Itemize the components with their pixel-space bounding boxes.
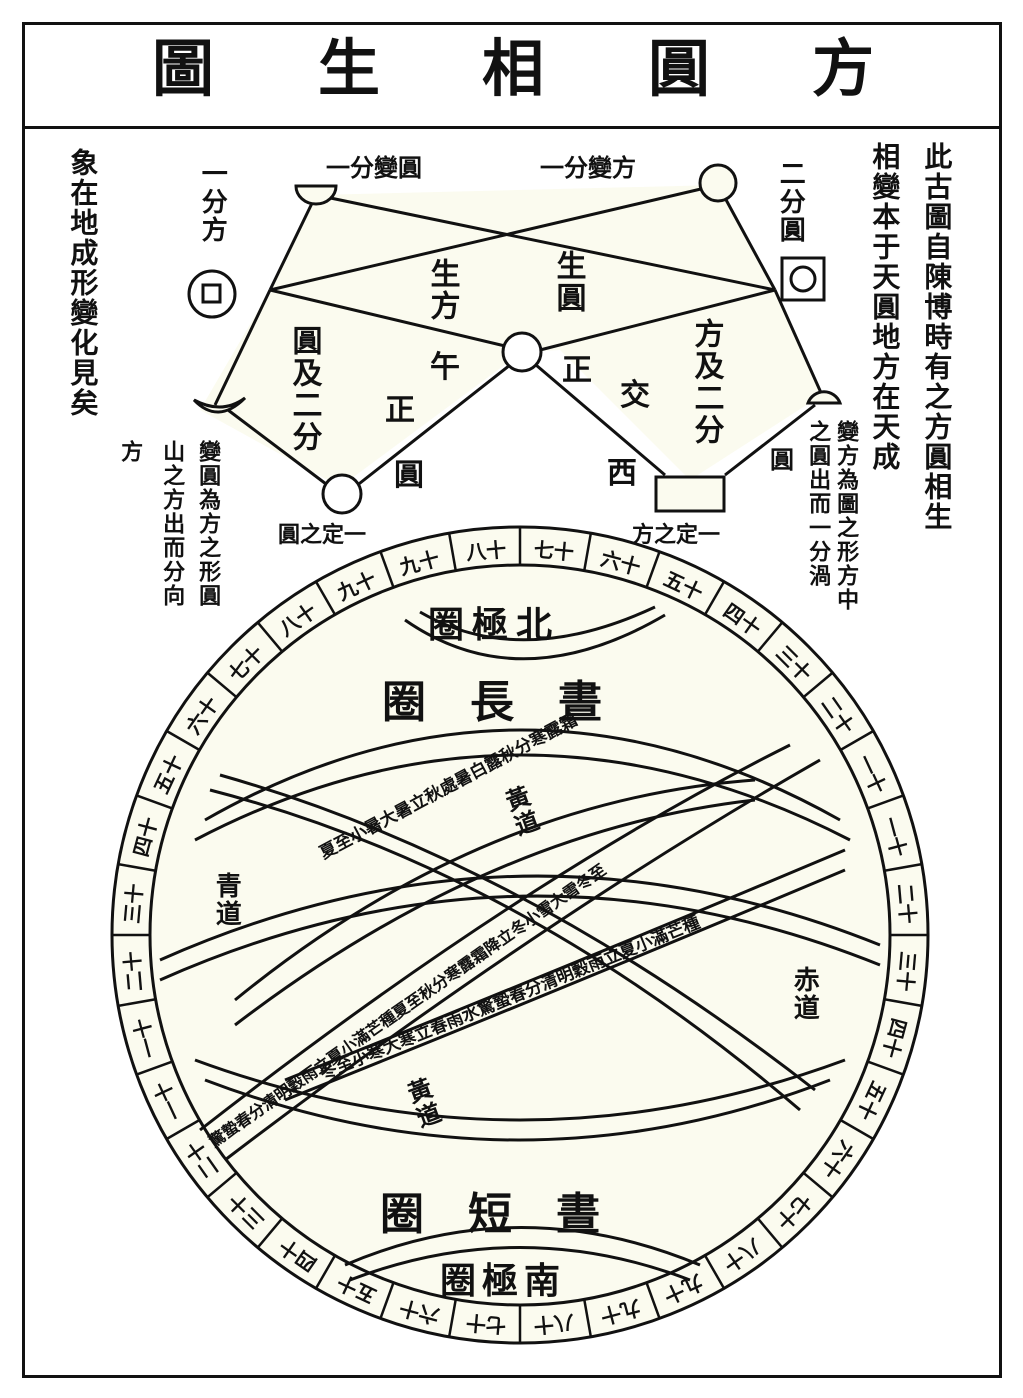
ecliptic-band-lower-1 bbox=[284, 868, 846, 1102]
degree-label: 七十 bbox=[465, 1309, 508, 1338]
title-bar bbox=[22, 22, 1002, 129]
degree-label: 二十 bbox=[892, 882, 920, 925]
label-south-polar-circle: 南極圈 bbox=[440, 1260, 567, 1302]
south-polar-arc-1 bbox=[344, 1226, 701, 1267]
green-road-arc-2 bbox=[219, 773, 816, 1092]
ecliptic-band-upper-2 bbox=[234, 798, 756, 1027]
title-char-4: 圓 bbox=[648, 32, 711, 105]
label-upright-left: 正 bbox=[385, 393, 415, 428]
label-equator: 赤道 bbox=[789, 966, 820, 1022]
square-right-outer bbox=[780, 256, 826, 302]
degree-label: 二十 bbox=[120, 950, 148, 993]
note-right-col-2: 相變本于天圓地方在天成 bbox=[868, 142, 902, 472]
diagonal-band-2 bbox=[224, 758, 821, 1162]
label-one-part-square: 一分方 bbox=[197, 160, 228, 244]
label-green-road: 青道 bbox=[211, 872, 242, 928]
note-left-col-1: 象在地成形變化見矣 bbox=[66, 148, 100, 418]
label-circle-birth: 生圓 bbox=[550, 250, 586, 314]
degree-label: 三十 bbox=[892, 950, 920, 993]
north-polar-arc-upper bbox=[419, 605, 656, 642]
label-fixed-circle: 一定之圓 bbox=[278, 522, 367, 548]
outer-frame bbox=[22, 22, 1002, 1378]
fixed-square bbox=[654, 475, 726, 513]
equator-arc-1 bbox=[159, 874, 881, 962]
label-west: 西 bbox=[607, 456, 637, 491]
diagonal-band-1 bbox=[199, 743, 791, 1132]
label-long-day-circle: 晝長圈 bbox=[382, 677, 646, 728]
label-upright-right: 正 bbox=[562, 353, 592, 388]
title-char-3: 相 bbox=[482, 32, 545, 105]
crescent-left bbox=[192, 396, 247, 414]
label-square-and-two-parts: 方及二分 bbox=[688, 318, 724, 446]
south-polar-arc-2 bbox=[349, 1246, 691, 1282]
square-right-inner bbox=[789, 265, 817, 293]
note-right-col-3: 變方為圖之形方中 bbox=[833, 420, 860, 612]
note-right-col-1: 此古圖自陳博時有之方圓相生 bbox=[920, 142, 954, 532]
degree-label: 八十 bbox=[532, 1309, 575, 1338]
degree-ring-dividers bbox=[112, 527, 928, 1343]
label-noon: 午 bbox=[430, 350, 460, 385]
center-circle bbox=[501, 331, 543, 373]
label-north-polar-circle: 北極圈 bbox=[428, 604, 561, 646]
label-intersect: 交 bbox=[620, 378, 650, 413]
coin-left-inner bbox=[201, 283, 222, 304]
ecliptic-band-upper-1 bbox=[234, 778, 756, 1002]
note-left-col-4: 方 bbox=[117, 440, 144, 464]
label-square-birth: 生方 bbox=[424, 258, 460, 322]
label-one-part-change-square: 一分變方 bbox=[540, 153, 636, 182]
green-road-arc-1 bbox=[209, 788, 801, 1112]
short-day-arc-2 bbox=[194, 1058, 846, 1122]
label-circle-left: 圓 bbox=[394, 458, 424, 493]
label-circle-and-two-parts: 圓及二分 bbox=[286, 325, 322, 453]
long-day-arc-1 bbox=[204, 728, 841, 822]
label-one-part-change-circle: 一分變圓 bbox=[326, 153, 422, 182]
degree-label: 七十 bbox=[532, 537, 575, 566]
title-char-2: 生 bbox=[318, 32, 381, 105]
label-two-parts-circle: 二分圓 bbox=[775, 160, 806, 244]
circle-top-right bbox=[698, 163, 738, 203]
half-circle-right bbox=[805, 390, 843, 405]
note-right-col-4: 之圓出而一分渦 bbox=[805, 420, 832, 588]
half-circle-top-left bbox=[294, 184, 338, 206]
label-fixed-square: 一定之方 bbox=[632, 522, 721, 548]
label-circle-right: 圓 bbox=[770, 445, 794, 474]
degree-label: 三十 bbox=[120, 882, 148, 925]
title-char-1: 圖 bbox=[152, 32, 215, 105]
label-short-day-circle: 晝短圈 bbox=[380, 1189, 644, 1240]
ecliptic-band-lower-2 bbox=[284, 848, 846, 1082]
coin-left-outer bbox=[187, 269, 237, 319]
title-char-5: 方 bbox=[812, 32, 875, 105]
note-left-col-3: 山之方出而分向 bbox=[159, 440, 186, 608]
note-left-col-2: 變圓為方之形圓 bbox=[195, 440, 222, 608]
fixed-circle bbox=[321, 473, 363, 515]
north-polar-arc-lower bbox=[404, 613, 666, 661]
degree-label: 八十 bbox=[465, 537, 508, 566]
